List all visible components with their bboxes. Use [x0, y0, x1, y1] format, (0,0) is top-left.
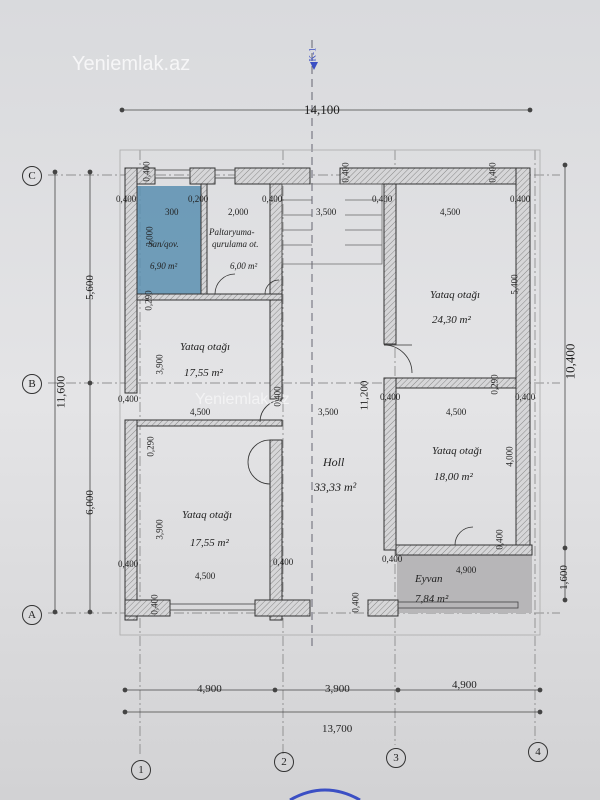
dim-w-0400-13: 0,400: [273, 557, 294, 567]
room-hall-area: 33,33 m²: [314, 480, 357, 494]
dim-right-total: 10,400: [562, 343, 578, 380]
axis-1-bubble: 1: [131, 760, 151, 780]
dim-w-0400-16: 0,400: [149, 594, 160, 615]
dim-w-0400-14: 0,400: [382, 554, 403, 564]
dim-bottom-total: 13,700: [322, 723, 353, 735]
dim-w-0400-9: 0,400: [272, 386, 283, 407]
dim-d300: 300: [165, 207, 179, 217]
axis-2-bubble: 2: [274, 752, 294, 772]
axis-4-bubble: 4: [528, 742, 548, 762]
dim-w-0400-12: 0,400: [118, 559, 139, 569]
dim-bottom-4900-b: 4,900: [452, 679, 477, 691]
dim-left-total: 11,600: [53, 375, 68, 409]
room-dress-label-2: qurulama ot.: [212, 239, 259, 249]
room-dress-area: 6,00 m²: [230, 261, 258, 271]
stamp-edge: [289, 788, 361, 800]
dim-d4500-ml: 4,500: [190, 407, 211, 417]
dim-center-11200: 11,200: [358, 380, 371, 411]
room-balcony-label: Eyvan: [415, 573, 443, 585]
dim-bottom-3900: 3,900: [325, 683, 350, 695]
dim-d4500-mr: 4,500: [446, 407, 467, 417]
dim-w-0400-4: 0,400: [340, 162, 351, 183]
dim-d2000: 2,000: [228, 207, 249, 217]
room-bed-br-area: 18,00 m²: [434, 471, 473, 483]
dim-d4500-tr: 4,500: [440, 207, 461, 217]
dimension-lines: [52, 107, 568, 715]
room-dress-label: Paltaryuma-: [209, 227, 255, 237]
watermark: Yeniemlak.az: [72, 53, 191, 75]
dim-d3900-bl: 3,900: [154, 519, 165, 540]
dim-d5400: 5,400: [509, 274, 520, 295]
dim-d4000: 4,000: [504, 446, 515, 467]
section-marker-arrow: [310, 62, 318, 70]
dim-w-0400-5: 0,400: [372, 194, 393, 204]
site-outline: [119, 149, 541, 636]
dim-w-0200-1: 0,200: [188, 194, 209, 204]
section-marker-label: K-1: [307, 47, 318, 62]
room-bed-tr-label: Yataq otağı: [430, 289, 481, 301]
dim-w-0290-2: 0,290: [489, 374, 500, 395]
dim-w-0400-8: 0,400: [118, 394, 139, 404]
dim-d4900-balcony: 4,900: [456, 565, 477, 575]
axis-3-bubble: 3: [386, 748, 406, 768]
room-bed-tl-area: 17,55 m²: [184, 367, 223, 379]
dim-right-1600: 1,600: [557, 565, 570, 590]
dim-w-0400-15: 0,400: [494, 529, 505, 550]
bath-fill: [137, 186, 201, 294]
room-bath-area: 6,90 m²: [150, 261, 178, 271]
room-bed-br-label: Yataq otağı: [432, 445, 483, 457]
dim-top-total: 14,100: [304, 102, 340, 117]
dim-w-0400-10: 0,400: [380, 392, 401, 402]
room-balcony-area: 7,84 m²: [415, 593, 449, 605]
dim-w-0400-1: 0,400: [116, 194, 137, 204]
walls: [124, 167, 533, 621]
dim-w-0400-17: 0,400: [350, 592, 361, 613]
room-bath-label: San/qov.: [148, 239, 179, 249]
dim-d3500-top: 3,500: [316, 207, 337, 217]
dim-left-5600: 5,600: [83, 275, 96, 300]
room-bed-bl-area: 17,55 m²: [190, 537, 229, 549]
room-bed-bl-label: Yataq otağı: [182, 509, 233, 521]
dim-w-0400-3: 0,400: [262, 194, 283, 204]
room-bed-tr-area: 24,30 m²: [432, 314, 471, 326]
dim-d3500-mid: 3,500: [318, 407, 339, 417]
dim-w-0400-7: 0,400: [510, 194, 531, 204]
axis-c-bubble: C: [22, 166, 42, 186]
balcony-fill: [397, 555, 532, 613]
dim-w-0290-3: 0,290: [145, 436, 156, 457]
axis-b-bubble: B: [22, 374, 42, 394]
door-swings: [214, 273, 474, 546]
watermark-center: Yeniemlak.az: [195, 391, 290, 408]
dim-w-0400-2: 0,400: [141, 161, 152, 182]
stairs: [281, 183, 383, 265]
axis-a-bubble: A: [22, 605, 42, 625]
dim-left-6000: 6,000: [83, 490, 96, 515]
room-hall-label: Holl: [323, 455, 345, 469]
dim-bottom-4900-a: 4,900: [197, 683, 222, 695]
dim-d3900-tl: 3,900: [154, 354, 165, 375]
dim-w-0400-11: 0,400: [515, 392, 536, 402]
room-bed-tl-label: Yataq otağı: [180, 341, 231, 353]
dim-w-0290-1: 0,290: [143, 290, 154, 311]
dim-d4500-bl: 4,500: [195, 571, 216, 581]
dim-w-0400-6: 0,400: [487, 162, 498, 183]
window-lines: [154, 169, 519, 611]
